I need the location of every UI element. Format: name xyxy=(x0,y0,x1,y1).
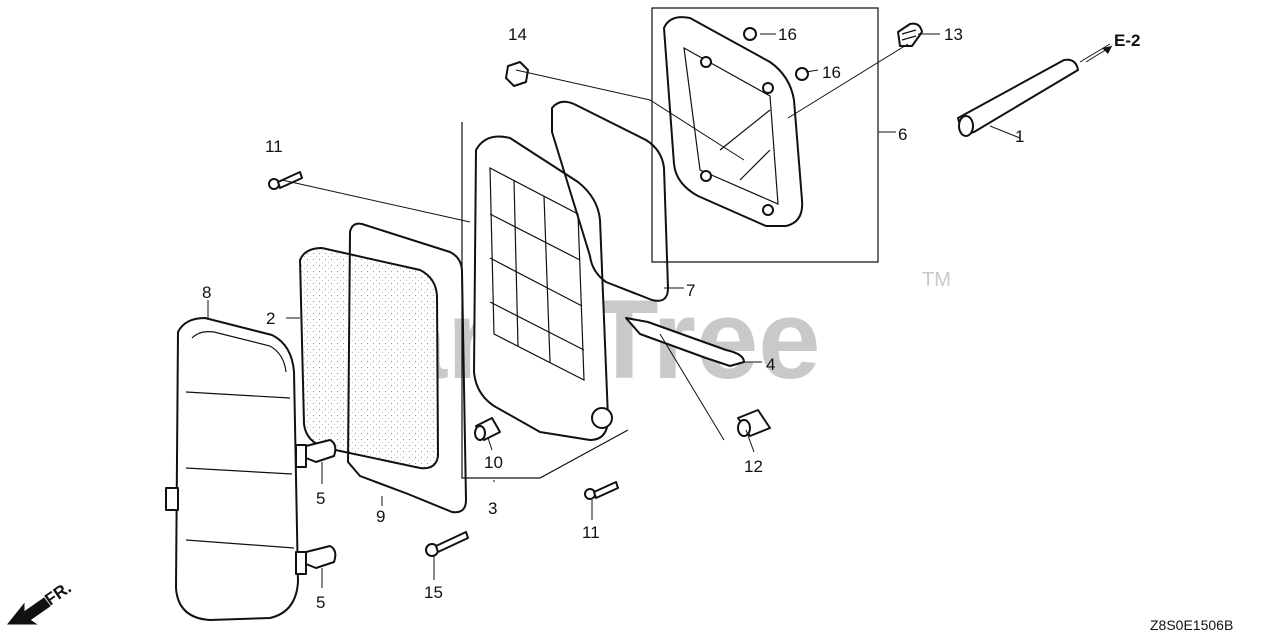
callout-4: 4 xyxy=(766,355,775,374)
assembly-6-boundary xyxy=(651,7,879,263)
callout-16a: 16 xyxy=(778,25,797,44)
callout-6: 6 xyxy=(898,125,907,144)
part-14-nut xyxy=(505,61,529,87)
reference-arrow-icon xyxy=(1102,46,1112,54)
part-5-clip-a xyxy=(305,439,337,463)
callout-12: 12 xyxy=(744,457,763,476)
leader-lines xyxy=(207,33,1111,588)
part-4-bracket xyxy=(625,317,745,367)
part-16-nut-a xyxy=(743,27,757,41)
callout-13: 13 xyxy=(944,25,963,44)
part-13-fitting xyxy=(897,22,923,47)
callout-7: 7 xyxy=(686,281,695,300)
trademark-symbol: TM xyxy=(922,269,951,291)
callout-8: 8 xyxy=(202,283,211,302)
part-6-cover-base xyxy=(663,16,804,227)
part-16-nut-b xyxy=(795,67,809,81)
front-direction-indicator: FR. xyxy=(6,578,75,625)
callout-16b: 16 xyxy=(822,63,841,82)
callout-15: 15 xyxy=(424,583,443,602)
part-3-case xyxy=(473,135,613,441)
figure-code: Z8S0E1506B xyxy=(1150,617,1233,633)
callout-labels: 1 2 3 4 5 5 6 7 8 9 10 11 11 12 13 14 15… xyxy=(202,25,1024,612)
part-11-bolt-a xyxy=(268,171,303,190)
reference-e2: E-2 xyxy=(1085,31,1140,63)
part-1-tube xyxy=(957,58,1079,137)
callout-2: 2 xyxy=(266,309,275,328)
part-8-cover xyxy=(165,317,307,621)
part-11-bolt-b xyxy=(584,481,619,500)
part-9-gasket xyxy=(347,222,467,514)
front-arrow-icon xyxy=(6,597,51,625)
callout-10: 10 xyxy=(484,453,503,472)
reference-e2-label: E-2 xyxy=(1114,31,1140,50)
callout-9: 9 xyxy=(376,507,385,526)
callout-11a: 11 xyxy=(265,137,283,156)
callout-11b: 11 xyxy=(582,523,600,542)
callout-5b: 5 xyxy=(316,593,325,612)
callout-3: 3 xyxy=(488,499,497,518)
callout-1: 1 xyxy=(1015,127,1024,146)
callout-14: 14 xyxy=(508,25,527,44)
part-15-bolt xyxy=(425,531,469,557)
callout-5a: 5 xyxy=(316,489,325,508)
part-5-clip-b xyxy=(305,545,337,569)
part-12-sleeve xyxy=(737,409,771,437)
part-2-foam-element xyxy=(298,246,440,470)
part-10-collar xyxy=(474,417,501,441)
